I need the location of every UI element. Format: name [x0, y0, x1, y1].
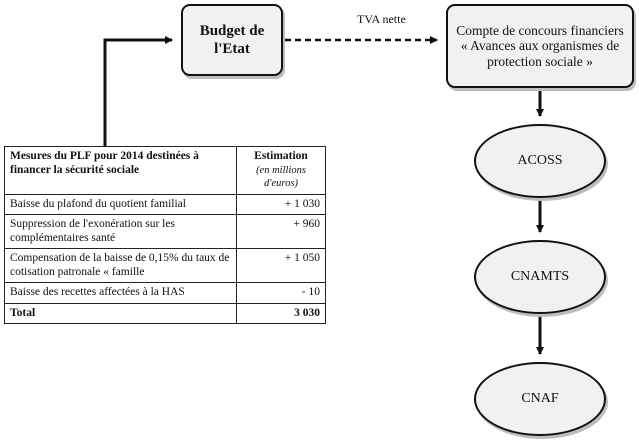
- cnamts-label: CNAMTS: [510, 269, 570, 284]
- estimate-cell: + 960: [236, 214, 326, 249]
- estimate-cell: + 1 050: [236, 248, 326, 283]
- estimate-cell: - 10: [236, 282, 326, 304]
- acoss-label: ACOSS: [517, 153, 563, 168]
- table-row: Baisse du plafond du quotient familial +…: [4, 193, 326, 215]
- measure-cell: Baisse des recettes affectées à la HAS: [4, 282, 237, 304]
- measure-cell: Compensation de la baisse de 0,15% du ta…: [4, 248, 237, 283]
- table-to-budget-arrow: [103, 36, 173, 146]
- estimate-header-label: Estimation: [254, 150, 308, 162]
- cnamts-node: CNAMTS: [474, 240, 606, 314]
- acoss-node: ACOSS: [474, 124, 606, 198]
- table-row: Suppression de l'exonération sur les com…: [4, 214, 326, 249]
- tva-nette-label: TVA nette: [357, 12, 406, 26]
- budget-etat-node: Budget de l'Etat: [181, 4, 283, 76]
- estimate-column-header: Estimation (en millions d'euros): [236, 146, 326, 195]
- budget-etat-label: Budget de l'Etat: [199, 23, 265, 57]
- measure-column-header: Mesures du PLF pour 2014 destinées à fin…: [4, 146, 237, 195]
- total-value-cell: 3 030: [236, 302, 326, 324]
- plf-measures-table: Mesures du PLF pour 2014 destinées à fin…: [4, 146, 326, 324]
- estimate-cell: + 1 030: [236, 193, 326, 215]
- table-header-row: Mesures du PLF pour 2014 destinées à fin…: [4, 146, 326, 195]
- measure-cell: Baisse du plafond du quotient familial: [4, 193, 237, 215]
- total-row: Total 3 030: [4, 302, 326, 324]
- estimate-unit-label: (en millions d'euros): [256, 164, 306, 190]
- compte-concours-label: Compte de concours financiers « Avances …: [456, 22, 624, 69]
- cnaf-label: CNAF: [521, 391, 559, 406]
- measure-cell: Suppression de l'exonération sur les com…: [4, 214, 237, 249]
- cnaf-node: CNAF: [474, 362, 606, 436]
- table-row: Compensation de la baisse de 0,15% du ta…: [4, 248, 326, 283]
- table-row: Baisse des recettes affectées à la HAS -…: [4, 282, 326, 304]
- compte-concours-node: Compte de concours financiers « Avances …: [446, 4, 634, 88]
- total-label-cell: Total: [4, 302, 237, 324]
